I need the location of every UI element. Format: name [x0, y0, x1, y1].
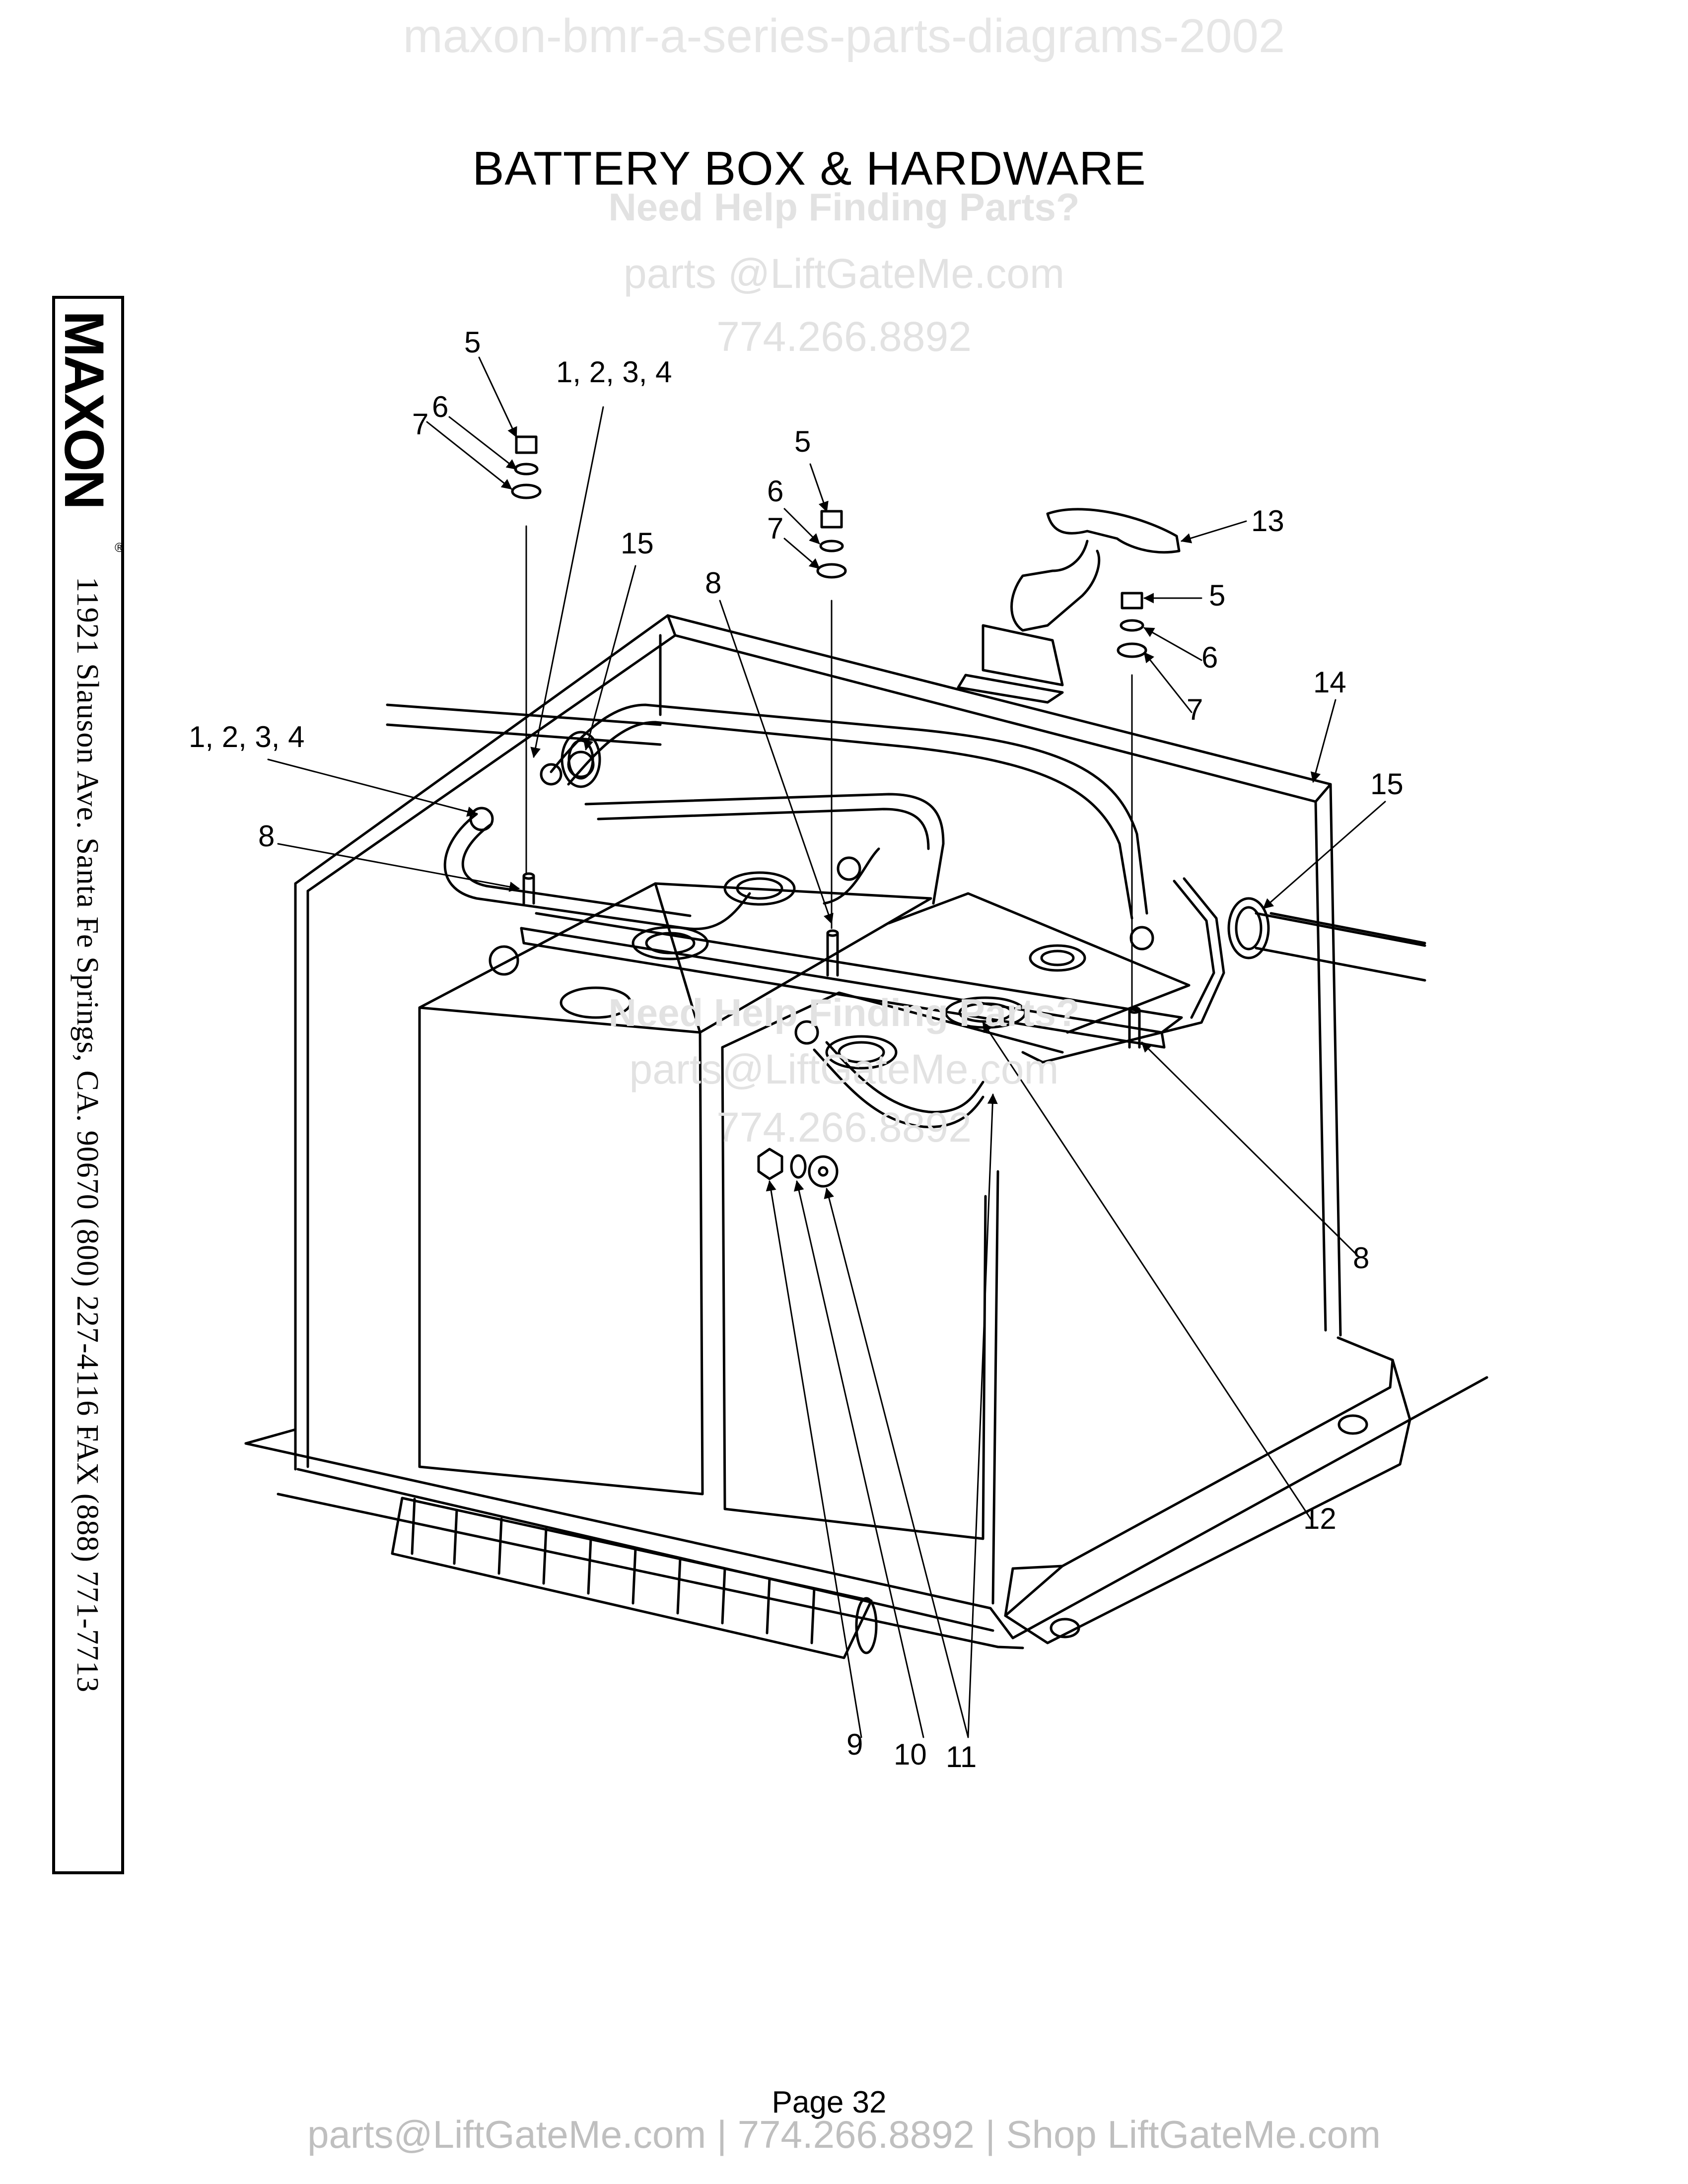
watermark-phone: 774.266.8892: [716, 313, 972, 360]
battery-cables: [443, 703, 1148, 1128]
mounting-rails: [386, 703, 1426, 982]
watermark-email: parts @LiftGateMe.com: [623, 250, 1065, 297]
callout-7: 7: [1187, 693, 1203, 726]
callout-9: 9: [846, 1728, 863, 1761]
watermark-header: maxon-bmr-a-series-parts-diagrams-2002: [403, 9, 1285, 63]
watermark-email: parts@LiftGateMe.com: [629, 1046, 1059, 1092]
callout-7: 7: [767, 512, 784, 545]
page-title: BATTERY BOX & HARDWARE: [472, 142, 1146, 195]
watermark-phone: 774.266.8892: [716, 1104, 972, 1151]
callout-6: 6: [432, 390, 449, 423]
callout-8: 8: [1353, 1241, 1370, 1275]
callout-15: 15: [1370, 767, 1404, 801]
callout-leaders: [267, 356, 1386, 1738]
hold-down-studs: [522, 872, 1141, 1049]
grommet-side: [1227, 897, 1270, 959]
page-number: Page 32: [772, 2085, 887, 2119]
terminals: [469, 751, 1154, 1045]
callout-5: 5: [794, 425, 811, 458]
callout-6: 6: [767, 475, 784, 508]
watermark-help-text: Need Help Finding Parts?: [608, 991, 1080, 1034]
callout-10: 10: [894, 1738, 927, 1771]
terminal-hardware: [757, 1148, 839, 1188]
callout-1-2-3-4: 1, 2, 3, 4: [556, 355, 672, 389]
battery-box-walls: [294, 614, 1342, 1605]
registered-mark: ®: [115, 540, 124, 555]
t-handle-latch: [957, 508, 1181, 704]
callout-11: 11: [946, 1740, 977, 1774]
watermark-help-upper: Need Help Finding Parts? parts @LiftGate…: [0, 185, 1688, 361]
callout-13: 13: [1251, 504, 1284, 538]
callout-5: 5: [1209, 579, 1226, 612]
callout-8: 8: [705, 566, 722, 600]
callout-14: 14: [1313, 666, 1346, 699]
callout-15: 15: [621, 527, 654, 560]
watermark-help-text: Need Help Finding Parts?: [608, 185, 1080, 229]
right-support-flange: [1004, 1336, 1411, 1644]
callout-8: 8: [258, 819, 275, 853]
hardware-stack-right: [1117, 592, 1147, 1009]
callout-7: 7: [412, 408, 429, 441]
callout-5: 5: [464, 326, 481, 359]
battery-right: [721, 892, 1191, 1540]
grommet-rear: [561, 731, 601, 788]
box-base-plate: [244, 1376, 1488, 1649]
hinge: [391, 1497, 878, 1659]
battery-left: [418, 871, 932, 1496]
logo-text: MAXON: [55, 311, 115, 508]
callout-1-2-3-4: 1, 2, 3, 4: [189, 720, 305, 753]
cable-exit: [1269, 912, 1426, 945]
maxon-logo: MAXON ®: [53, 299, 127, 557]
hardware-stack-center: [816, 510, 847, 929]
watermark-help-lower: Need Help Finding Parts? parts@LiftGateM…: [0, 990, 1688, 1152]
callout-6: 6: [1201, 641, 1218, 674]
callout-12: 12: [1303, 1502, 1336, 1535]
company-sidebar: MAXON ® 11921 Slauson Ave. Santa Fe Spri…: [52, 296, 124, 1874]
footer-contact: parts@LiftGateMe.com | 774.266.8892 | Sh…: [307, 2113, 1381, 2156]
hardware-stack-left: [511, 435, 542, 875]
